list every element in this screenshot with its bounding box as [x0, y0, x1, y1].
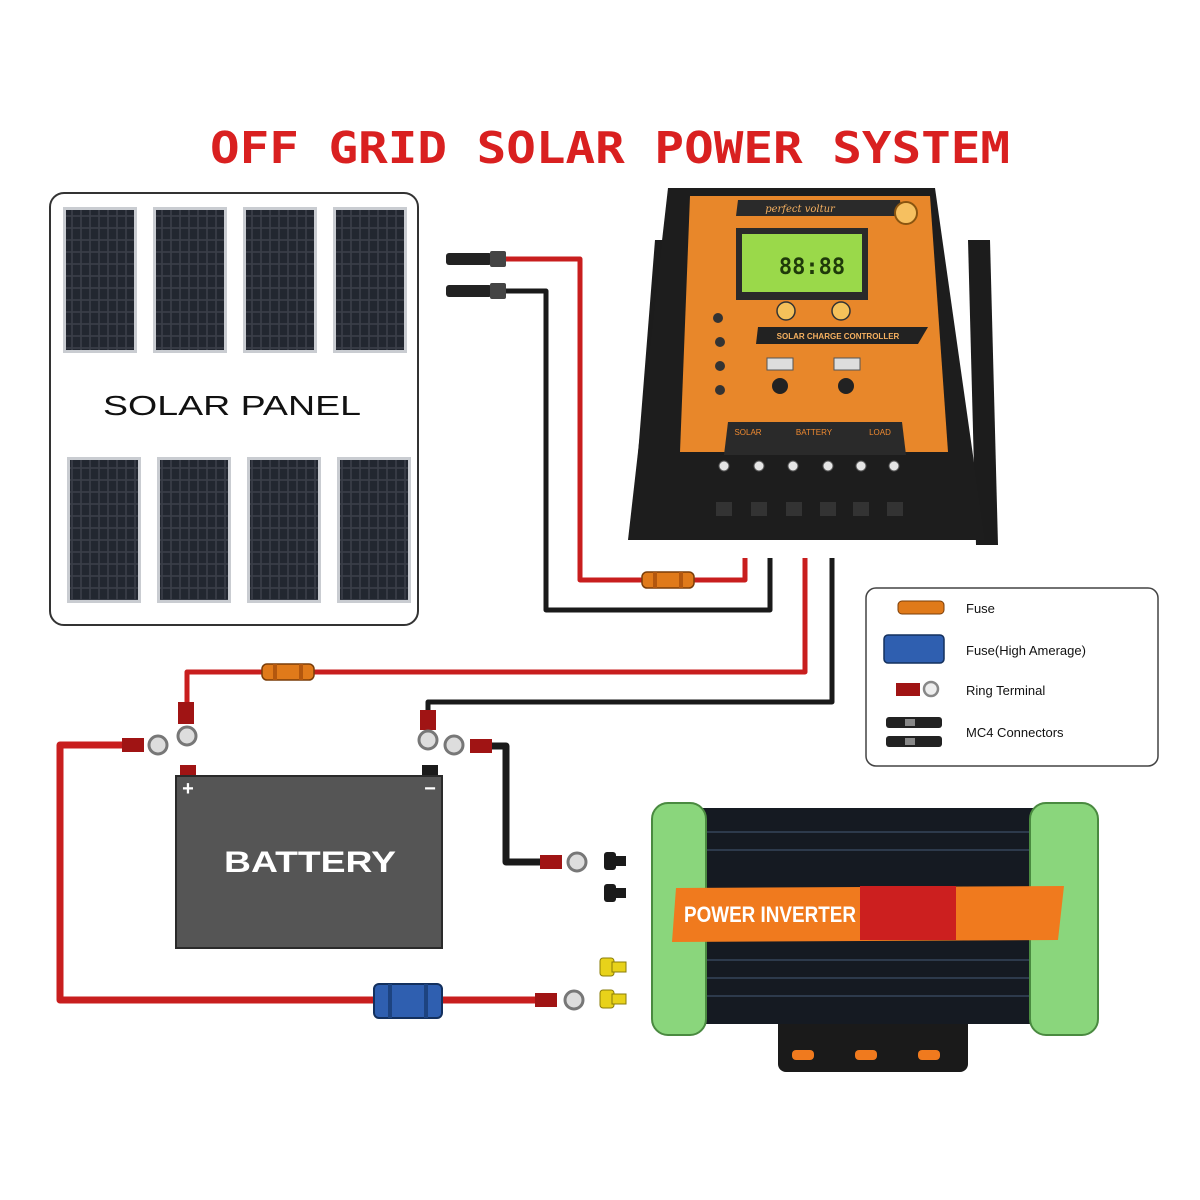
fuse-icon: [641, 571, 695, 589]
inverter-label: POWER INVERTER: [684, 902, 856, 927]
controller-button-icon: [831, 301, 851, 321]
battery-label: BATTERY: [224, 846, 396, 879]
solar-module-cells: [340, 460, 408, 600]
inverter-positive-wire: [56, 741, 555, 1004]
controller-brand: perfect voltur: [765, 204, 836, 215]
terminal-label-load: LOAD: [869, 428, 891, 437]
solar-module-cells: [336, 210, 404, 350]
controller-knob-icon: [894, 201, 918, 225]
legend-ring-terminal-icon: [896, 680, 940, 698]
solar-positive-wire: [506, 256, 748, 583]
legend-label-mc4-connectors: MC4 Connectors: [966, 725, 1064, 740]
legend-label-ring-terminal: Ring Terminal: [966, 683, 1045, 698]
legend-mc4-connector-icon: [886, 717, 942, 747]
inverter-negative-wire: [488, 742, 555, 866]
solar-module-cells: [250, 460, 318, 600]
controller-status-icons: [713, 313, 725, 395]
solar-panel-array: SOLAR PANEL: [49, 192, 419, 626]
controller-lcd: 88:88: [779, 255, 845, 280]
solar-charge-controller: perfect voltur 88:88 SOLAR CHARGE CONTRO…: [628, 188, 998, 545]
legend-high-amperage-fuse-icon: [883, 634, 945, 664]
controller-wire-slots: [716, 502, 903, 516]
battery: + − BATTERY: [175, 765, 443, 949]
solar-module-cells: [66, 210, 134, 350]
solar-negative-wire: [506, 288, 773, 613]
solar-module-cells: [246, 210, 314, 350]
legend-label-fuse: Fuse: [966, 601, 995, 616]
solar-module-cells: [70, 460, 138, 600]
controller-button-icon: [776, 301, 796, 321]
battery-positive-symbol: +: [182, 778, 194, 800]
battery-negative-symbol: −: [424, 778, 436, 800]
fuse-icon: [261, 663, 315, 681]
battery-positive-wire: [184, 558, 808, 712]
ring-terminal-icon: [122, 702, 588, 1011]
controller-model: SOLAR CHARGE CONTROLLER: [777, 332, 900, 341]
inverter-positive-terminals: [599, 957, 627, 1009]
terminal-label-solar: SOLAR: [734, 428, 761, 437]
controller-screw-terminals: [718, 460, 900, 472]
diagram-title: OFF GRID SOLAR POWER SYSTEM: [210, 123, 1010, 174]
solar-panel-label: SOLAR PANEL: [103, 390, 361, 421]
solar-module-cells: [156, 210, 224, 350]
legend: Fuse Fuse(High Amerage) Ring Terminal MC…: [865, 587, 1159, 767]
legend-label-high-amperage-fuse: Fuse(High Amerage): [966, 643, 1086, 658]
power-inverter: POWER INVERTER: [599, 802, 1099, 1072]
mc4-connector-icon: [446, 251, 506, 299]
legend-fuse-icon: [897, 600, 945, 615]
inverter-negative-terminals: [604, 852, 626, 902]
high-amperage-fuse-icon: [373, 983, 443, 1019]
terminal-label-battery: BATTERY: [796, 428, 833, 437]
solar-module-cells: [160, 460, 228, 600]
wiring: [56, 256, 835, 1004]
